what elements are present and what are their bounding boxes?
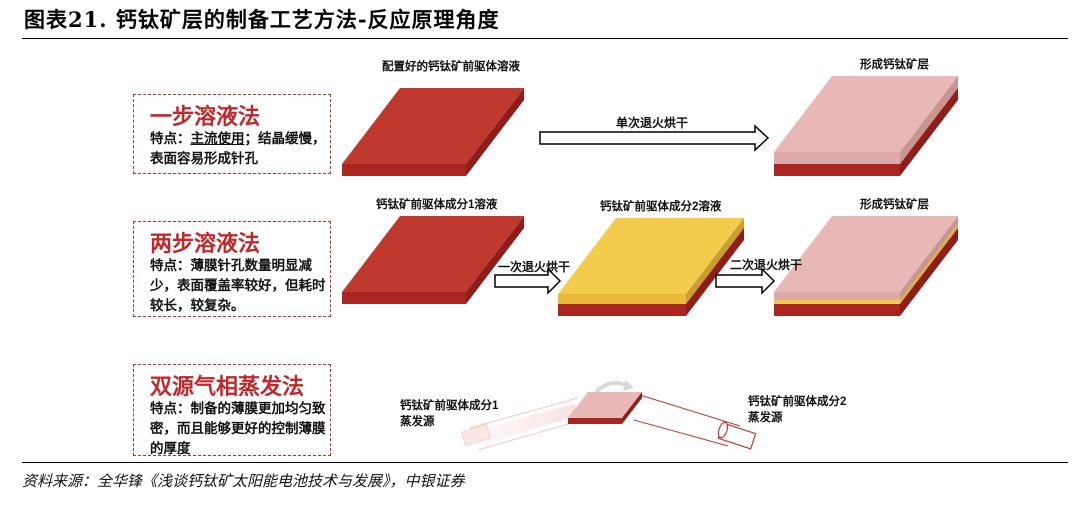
arrow-second-anneal [715,267,776,295]
arrow-first-anneal [494,267,562,295]
label-source-2-line2: 蒸发源 [748,412,783,424]
evaporation-source-right [717,421,757,450]
desc-highlight: 主流使用 [190,131,245,146]
slab-perovskite-layer-one [774,76,958,176]
slab-precursor-solution [342,88,524,176]
label-single-anneal: 单次退火烘干 [616,116,689,130]
figure-title: 图表21. 钙钛矿层的制备工艺方法-反应原理角度 [24,7,500,32]
label-second-anneal: 二次退火烘干 [730,258,803,272]
method-one-step-box: 一步溶液法 特点：主流使用；结晶缓慢，表面容易形成针孔 [133,94,331,174]
arrow-single-anneal [539,124,770,152]
source-note: 资料来源：全华锋《浅谈钙钛矿太阳能电池技术与发展》，中银证券 [22,472,465,490]
label-output-one: 形成钙钛矿层 [860,59,929,71]
label-first-anneal: 一次退火烘干 [498,260,571,274]
method-one-step-desc: 特点：主流使用；结晶缓慢，表面容易形成针孔 [150,129,328,169]
slab-precursor-component-1 [342,216,524,304]
label-output-two: 形成钙钛矿层 [860,199,929,211]
vapor-beam-right [633,394,741,447]
label-source-1-line1: 钙钛矿前驱体成分1 [400,400,499,412]
label-precursor-component-2: 钙钛矿前驱体成分2溶液 [600,201,722,213]
label-source-2: 钙钛矿前驱体成分2 蒸发源 [748,394,846,426]
rotation-arrow-icon [594,380,634,394]
method-vapor-desc: 特点：制备的薄膜更加均匀致密，而且能够更好的控制薄膜的厚度 [150,401,326,456]
desc-rest: ；结晶缓慢，表面容易形成针孔 [150,131,326,166]
desc-prefix: 特点： [150,131,191,146]
label-precursor-solution: 配置好的钙钛矿前驱体溶液 [382,61,520,73]
method-vapor-name: 双源气相蒸发法 [150,374,305,399]
bottom-rule [22,462,1068,463]
top-rule [22,38,1068,39]
deposition-substrate [568,392,642,424]
label-source-2-line1: 钙钛矿前驱体成分2 [748,396,847,408]
label-source-1: 钙钛矿前驱体成分1 蒸发源 [400,398,498,430]
method-two-step-desc: 特点：薄膜针孔数量明显减少，表面覆盖率较好，但耗时较长，较复杂。 [150,258,326,313]
slab-perovskite-layer-two [774,216,958,316]
method-two-step-box: 两步溶液法 特点：薄膜针孔数量明显减少，表面覆盖率较好，但耗时较长，较复杂。 [133,221,331,317]
slab-precursor-component-2 [558,218,744,316]
vapor-beam-left [460,397,583,451]
method-vapor-box: 双源气相蒸发法 特点：制备的薄膜更加均匀致密，而且能够更好的控制薄膜的厚度 [133,364,331,456]
method-two-step-name: 两步溶液法 [150,231,261,256]
method-one-step-name: 一步溶液法 [150,104,261,129]
label-source-1-line2: 蒸发源 [400,416,435,428]
label-precursor-component-1: 钙钛矿前驱体成分1溶液 [376,199,498,211]
